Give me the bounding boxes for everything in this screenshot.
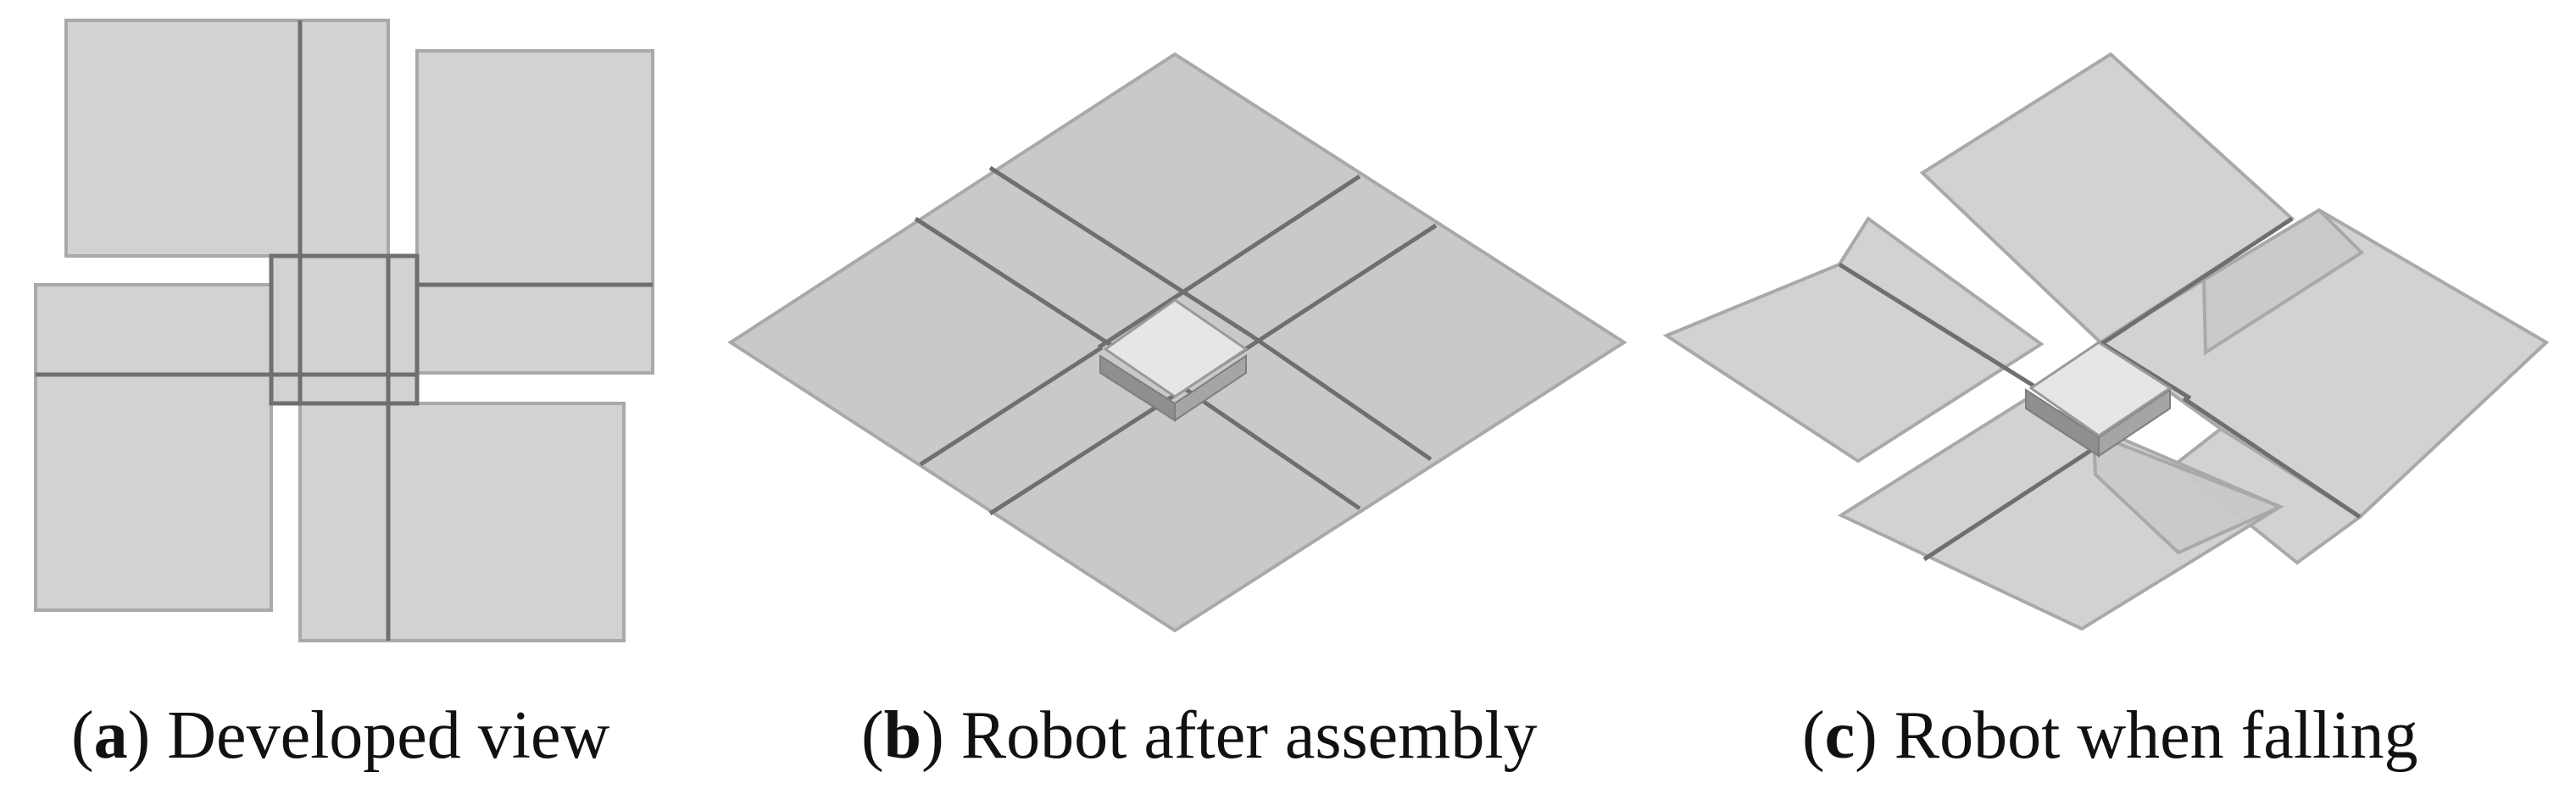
core-top <box>2028 341 2173 437</box>
center-outline <box>269 253 420 406</box>
fold-line <box>988 396 1171 516</box>
core-top <box>1103 298 1249 398</box>
falling-flaps <box>1662 52 2550 631</box>
caption-open-paren: ( <box>71 698 94 773</box>
caption-close-paren: ) <box>127 698 151 773</box>
caption-text: Robot when falling <box>1877 698 2418 773</box>
flap-right-shadow <box>2201 208 2365 356</box>
caption-robot-after-assembly: (b) Robot after assembly <box>861 693 1538 778</box>
falling-core <box>2025 341 2173 458</box>
core-side <box>1174 354 1247 422</box>
developed-view-fold-lines <box>36 20 653 641</box>
caption-open-paren: ( <box>1802 698 1825 773</box>
flap-bottom-right <box>298 402 626 642</box>
caption-developed-view: (a) Developed view <box>71 693 609 778</box>
fold-line <box>988 165 1253 338</box>
fold-line <box>1838 262 2045 394</box>
core-side <box>2098 388 2171 458</box>
fold-line <box>919 345 1104 467</box>
caption-text: Developed view <box>150 698 610 773</box>
fold-line <box>1180 384 1361 511</box>
flap-left <box>1662 216 2045 464</box>
caption-open-paren: ( <box>861 698 884 773</box>
flap-top-left <box>64 19 390 258</box>
falling-fold-lines <box>1838 216 2362 562</box>
fold-line <box>1249 333 1433 462</box>
caption-letter: b <box>883 698 922 773</box>
flap-lower-shadow <box>2091 431 2285 555</box>
caption-close-paren: ) <box>921 698 944 773</box>
fold-line <box>2097 216 2294 348</box>
assembled-core <box>1099 298 1249 422</box>
caption-close-paren: ) <box>1855 698 1878 773</box>
flap-bottom-left <box>34 283 273 612</box>
fold-line <box>1922 445 2097 562</box>
caption-letter: a <box>93 698 128 773</box>
caption-robot-when-falling: (c) Robot when falling <box>1802 693 2418 778</box>
fold-line <box>1097 174 1361 350</box>
flap-top-right <box>415 49 654 375</box>
caption-letter: c <box>1824 698 1855 773</box>
fold-line <box>2182 396 2362 519</box>
caption-text: Robot after assembly <box>943 698 1538 773</box>
developed-view-panels <box>34 19 654 642</box>
